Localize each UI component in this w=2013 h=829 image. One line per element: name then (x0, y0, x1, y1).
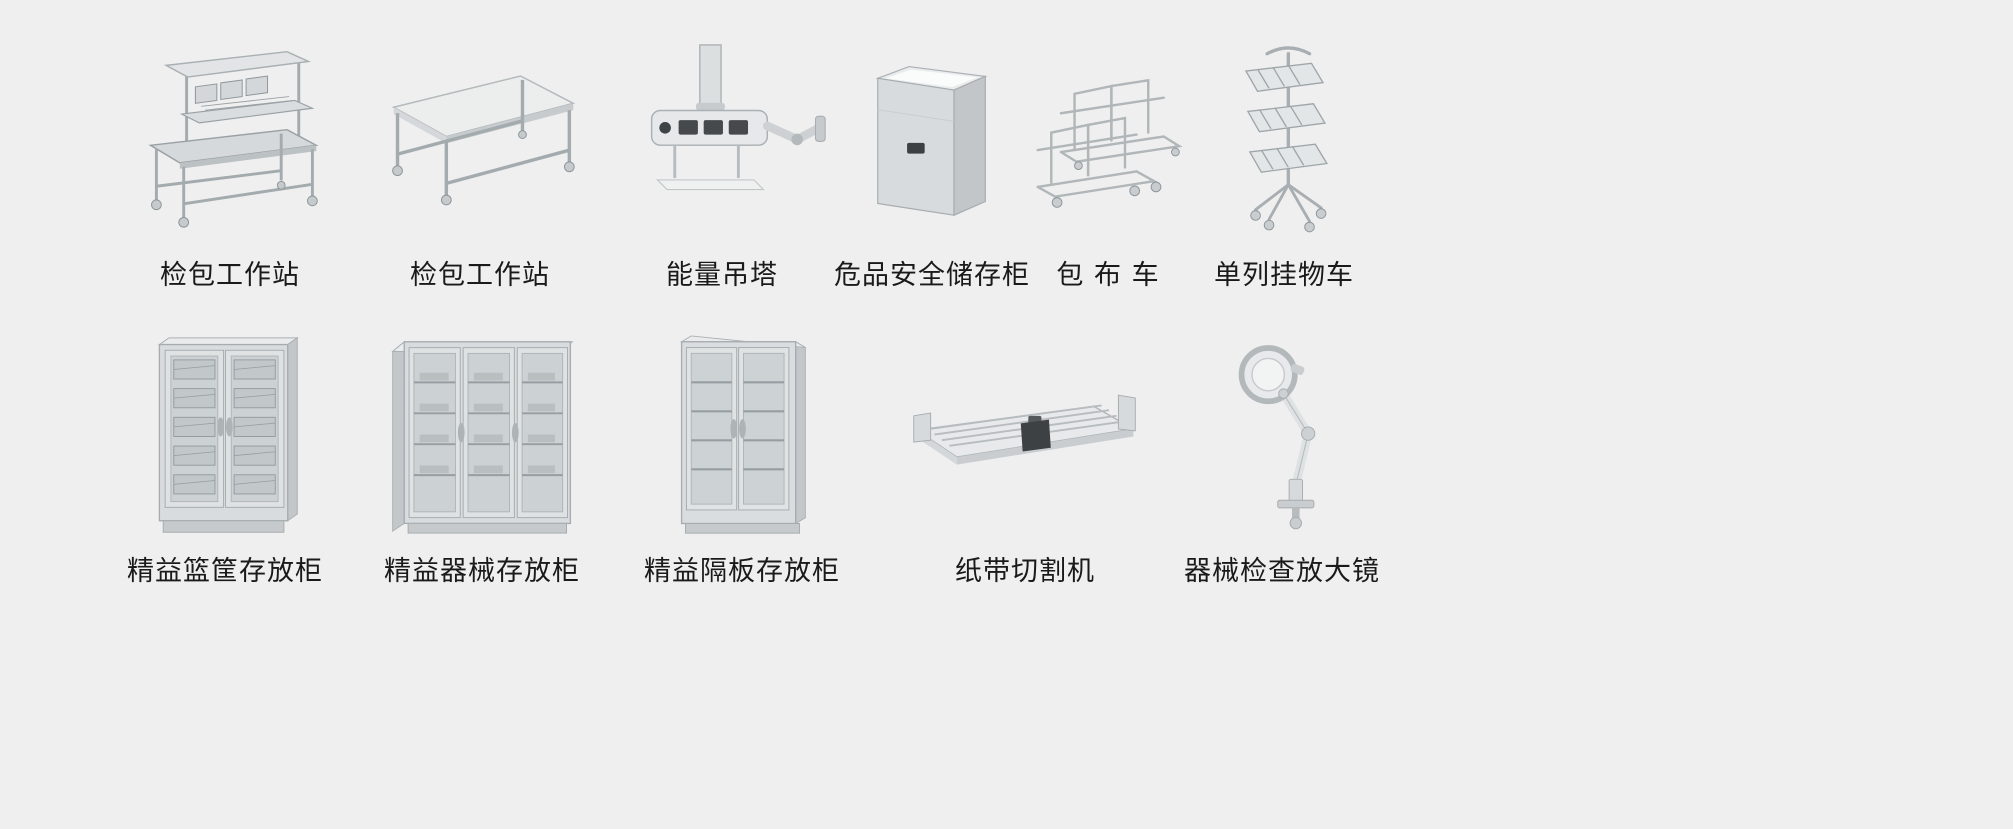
tape-cutter-illustration (913, 394, 1136, 465)
hanging-cart-illustration (1244, 46, 1328, 233)
product-label: 精益篮筐存放柜 (127, 556, 323, 587)
product-label: 危品安全储存柜 (834, 260, 1030, 291)
workstation-illustration (147, 50, 319, 228)
hazmat-safety-storage-cabinet-image (817, 28, 1047, 246)
shelf-cabinet-illustration (679, 335, 806, 534)
product-card-inspection-packing-workstation: 检包工作站 (115, 28, 345, 292)
product-card-wrapping-cloth-cart: 包 布 车 (993, 28, 1223, 292)
product-card-paper-tape-cutting-machine: 纸带切割机 (910, 330, 1140, 588)
product-label: 包 布 车 (1056, 260, 1160, 291)
product-card-lean-instrument-storage-cabinet: 精益器械存放柜 (367, 330, 597, 588)
instrument-cabinet-illustration (391, 340, 574, 534)
power-pendant-illustration (650, 44, 826, 191)
lean-basket-storage-cabinet-image (110, 330, 340, 542)
product-label: 精益器械存放柜 (384, 556, 580, 587)
product-card-power-pendant: 能量吊塔 (607, 28, 837, 292)
product-label: 检包工作站 (410, 260, 550, 291)
paper-tape-cutting-machine-image (910, 330, 1140, 542)
magnifier-lamp-illustration (1238, 345, 1316, 530)
lean-shelf-storage-cabinet-image (627, 330, 857, 542)
product-card-lean-shelf-storage-cabinet: 精益隔板存放柜 (627, 330, 857, 588)
safety-cabinet-illustration (874, 65, 987, 217)
product-label: 纸带切割机 (955, 556, 1095, 587)
single-column-hanging-cart-image (1169, 28, 1399, 246)
product-label: 单列挂物车 (1214, 260, 1354, 291)
instrument-inspection-magnifier-image (1167, 330, 1397, 542)
basket-cabinet-illustration (157, 336, 299, 533)
product-label: 精益隔板存放柜 (644, 556, 840, 587)
product-label: 能量吊塔 (666, 260, 778, 291)
product-label: 检包工作站 (160, 260, 300, 291)
product-card-instrument-inspection-magnifier: 器械检查放大镜 (1167, 330, 1397, 588)
product-card-lean-basket-storage-cabinet: 精益篮筐存放柜 (110, 330, 340, 588)
wrapping-cloth-cart-image (993, 28, 1223, 246)
product-card-inspection-packing-worktable: 检包工作站 (365, 28, 595, 292)
worktable-illustration (391, 74, 575, 205)
product-label: 器械检查放大镜 (1184, 556, 1380, 587)
lean-instrument-storage-cabinet-image (367, 330, 597, 542)
power-pendant-image (607, 28, 837, 246)
product-card-hazmat-safety-storage-cabinet: 危品安全储存柜 (817, 28, 1047, 292)
inspection-packing-workstation-image (115, 28, 345, 246)
wire-cart-illustration (1036, 78, 1183, 208)
product-card-single-column-hanging-cart: 单列挂物车 (1169, 28, 1399, 292)
inspection-packing-worktable-image (365, 28, 595, 246)
